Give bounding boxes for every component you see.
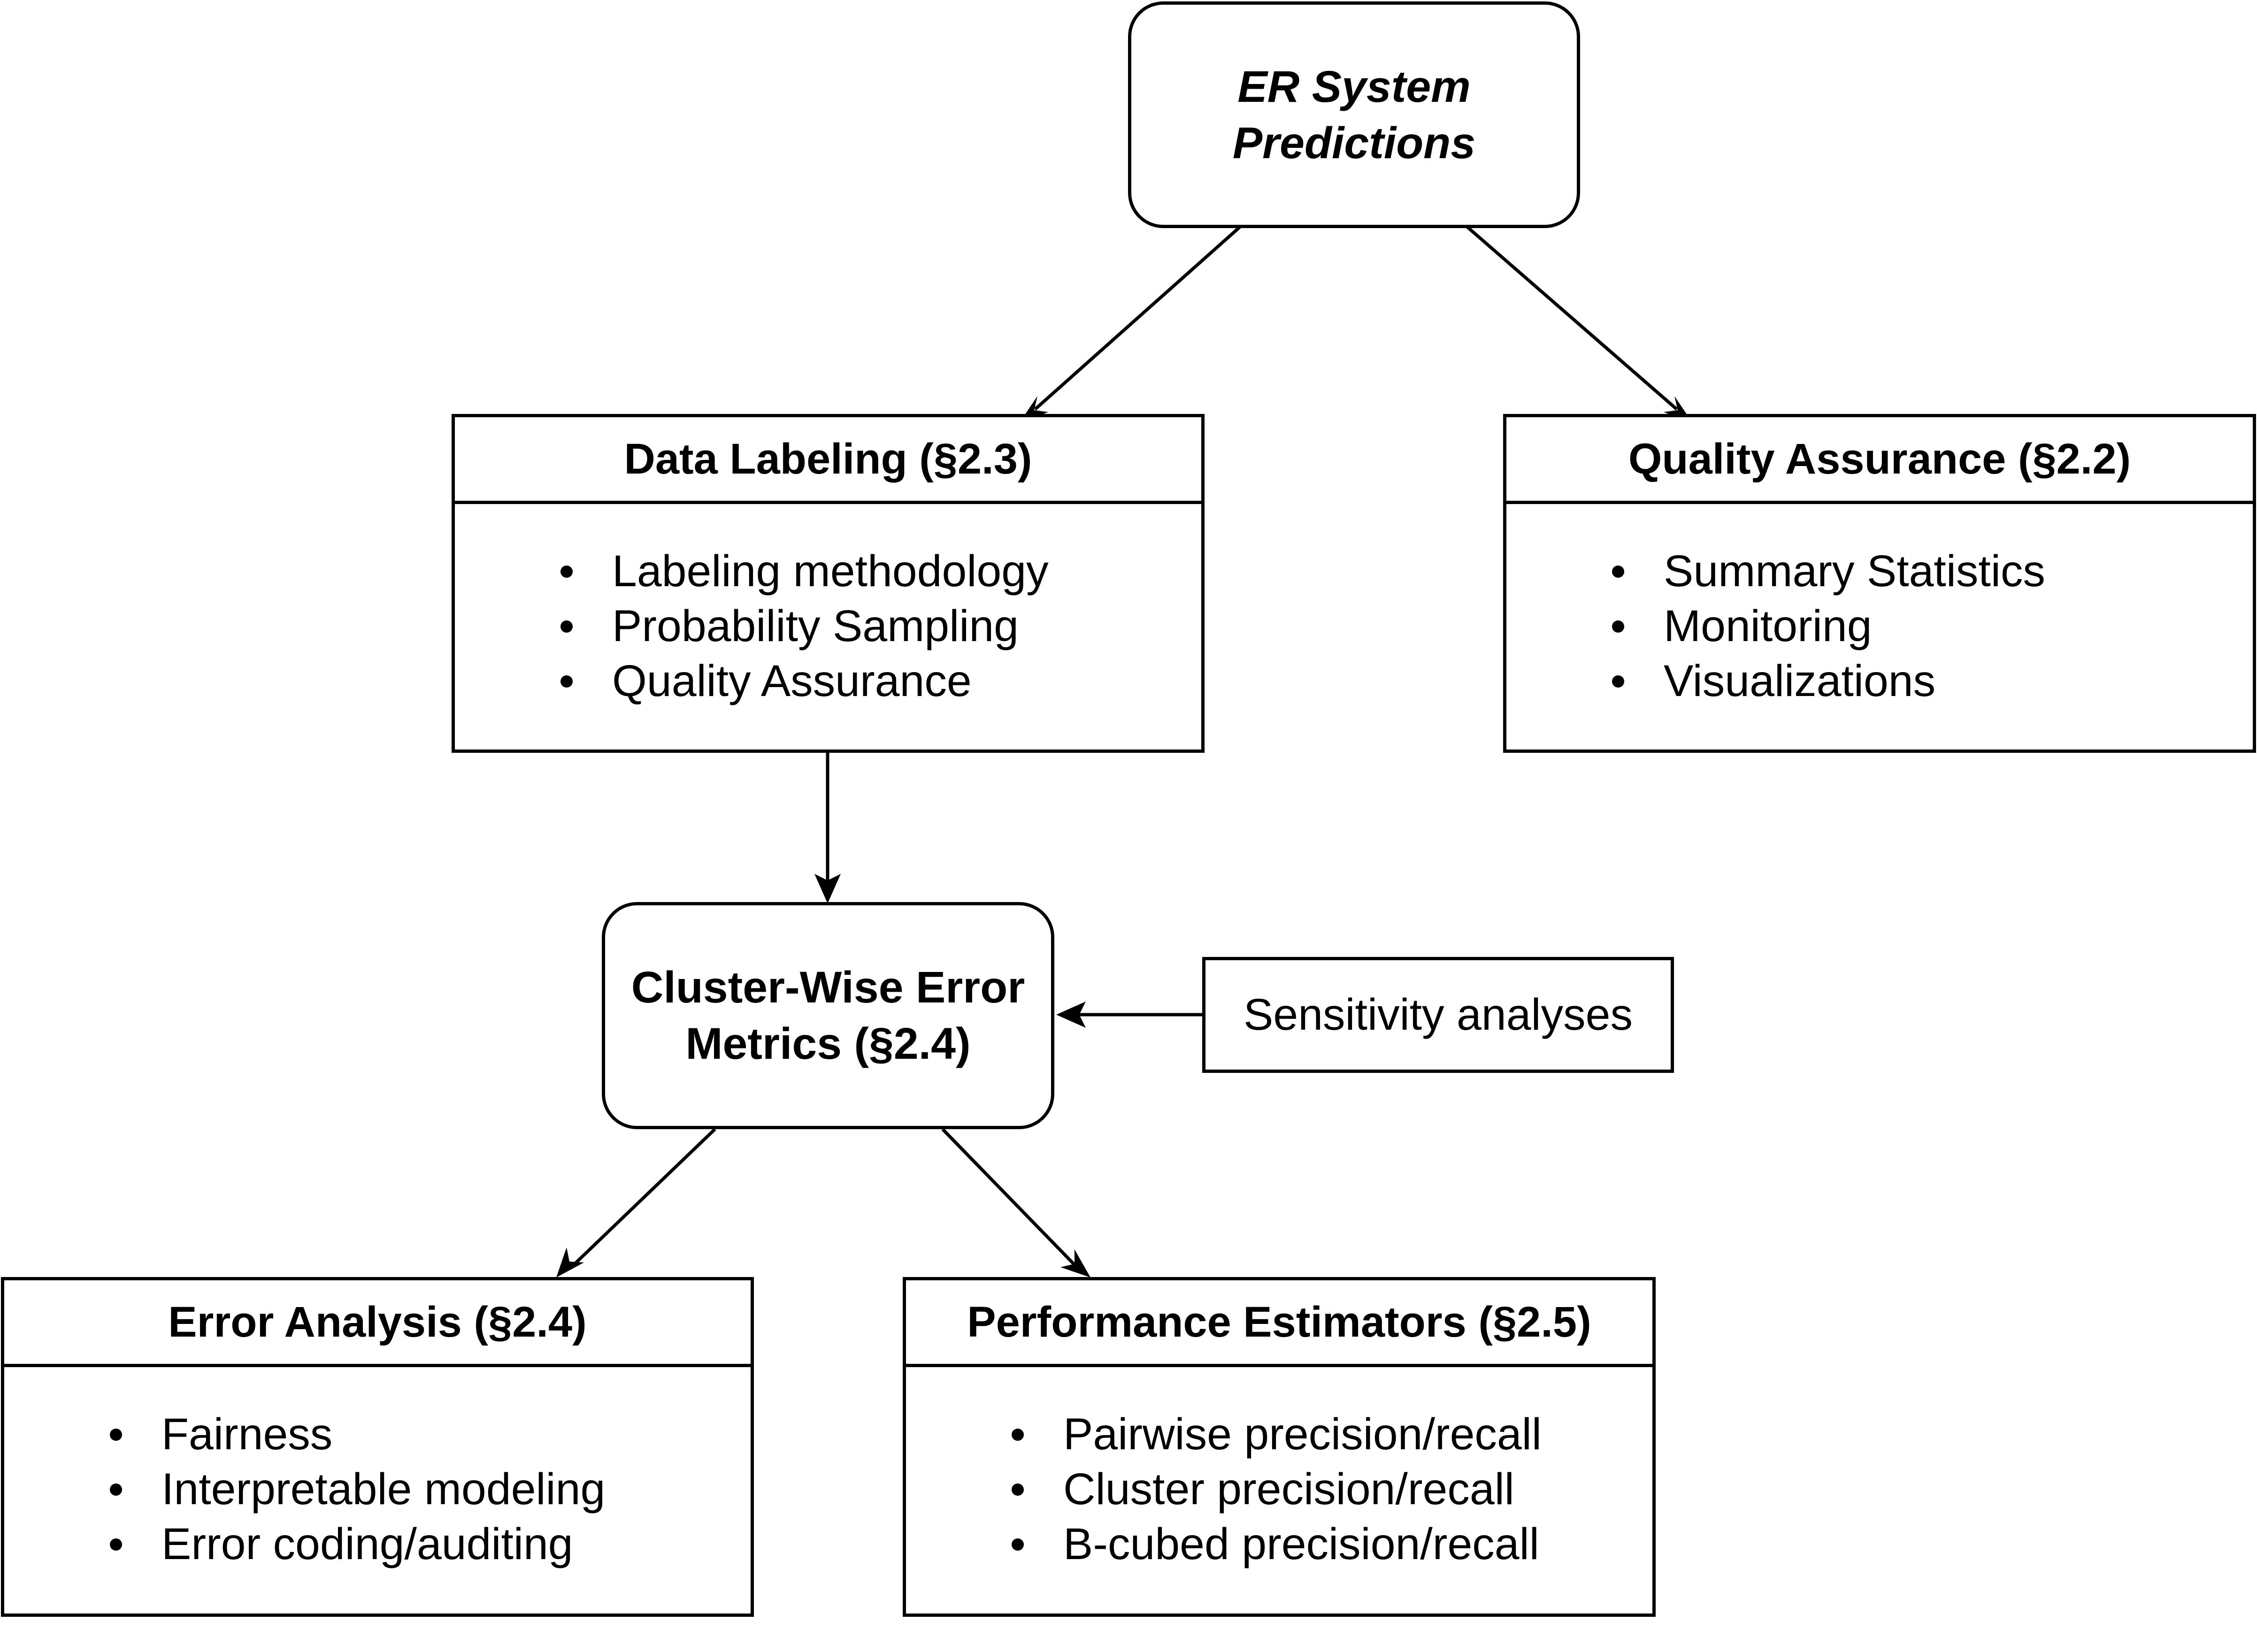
performance-estimators-list: Pairwise precision/recall Cluster precis… <box>1063 1407 1542 1572</box>
list-item-label: Labeling methodology <box>612 546 1049 596</box>
arrowhead-error-analysis <box>556 1247 584 1277</box>
list-item: Probability Sampling <box>612 599 1049 654</box>
list-item: Pairwise precision/recall <box>1063 1407 1542 1462</box>
bullet-icon <box>1012 1484 1024 1496</box>
bullet-icon <box>560 620 573 633</box>
list-item-label: Pairwise precision/recall <box>1063 1409 1542 1459</box>
quality-assurance-node: Quality Assurance (§2.2) Summary Statist… <box>1503 414 2256 753</box>
arrow-cluster-metrics-to-error-analysis <box>572 1129 715 1267</box>
data-labeling-list: Labeling methodology Probability Samplin… <box>612 544 1049 709</box>
list-item: Monitoring <box>1664 599 2045 654</box>
list-item-label: Fairness <box>161 1409 332 1459</box>
list-item-label: Quality Assurance <box>612 656 972 706</box>
er-system-predictions-line2: Predictions <box>1233 115 1475 171</box>
list-item-label: Visualizations <box>1664 656 1935 706</box>
list-item: Summary Statistics <box>1664 544 2045 599</box>
cluster-wise-error-metrics-node: Cluster-Wise Error Metrics (§2.4) <box>602 902 1054 1129</box>
list-item: B-cubed precision/recall <box>1063 1517 1542 1572</box>
list-item: Visualizations <box>1664 654 2045 709</box>
list-item: Interpretable modeling <box>161 1462 605 1517</box>
data-labeling-title: Data Labeling (§2.3) <box>455 417 1201 504</box>
arrow-predictions-to-data-labeling <box>1035 227 1240 409</box>
bullet-icon <box>110 1538 122 1551</box>
list-item-label: Cluster precision/recall <box>1063 1464 1514 1514</box>
list-item: Cluster precision/recall <box>1063 1462 1542 1517</box>
cluster-wise-error-metrics-line2: Metrics (§2.4) <box>685 1016 970 1072</box>
list-item: Labeling methodology <box>612 544 1049 599</box>
list-item-label: Error coding/auditing <box>161 1519 573 1569</box>
error-analysis-node: Error Analysis (§2.4) Fairness Interpret… <box>1 1277 754 1617</box>
list-item: Quality Assurance <box>612 654 1049 709</box>
list-item-label: Probability Sampling <box>612 601 1019 651</box>
bullet-icon <box>1612 620 1624 633</box>
error-analysis-list: Fairness Interpretable modeling Error co… <box>161 1407 605 1572</box>
bullet-icon <box>1612 566 1624 578</box>
list-item-label: B-cubed precision/recall <box>1063 1519 1539 1569</box>
bullet-icon <box>1612 675 1624 688</box>
er-system-predictions-node: ER System Predictions <box>1128 1 1580 228</box>
list-item-label: Summary Statistics <box>1664 546 2045 596</box>
quality-assurance-title: Quality Assurance (§2.2) <box>1506 417 2253 504</box>
bullet-icon <box>560 675 573 688</box>
arrow-predictions-to-quality-assurance <box>1467 227 1677 409</box>
list-item: Fairness <box>161 1407 605 1462</box>
error-analysis-title: Error Analysis (§2.4) <box>4 1280 751 1367</box>
bullet-icon <box>110 1484 122 1496</box>
list-item-label: Monitoring <box>1664 601 1872 651</box>
quality-assurance-list: Summary Statistics Monitoring Visualizat… <box>1664 544 2045 709</box>
cluster-wise-error-metrics-line1: Cluster-Wise Error <box>631 959 1025 1016</box>
bullet-icon <box>110 1429 122 1441</box>
bullet-icon <box>1012 1538 1024 1551</box>
sensitivity-analyses-label: Sensitivity analyses <box>1244 989 1633 1040</box>
er-system-predictions-line1: ER System <box>1237 59 1470 115</box>
data-labeling-node: Data Labeling (§2.3) Labeling methodolog… <box>452 414 1205 753</box>
sensitivity-analyses-node: Sensitivity analyses <box>1202 957 1674 1073</box>
list-item-label: Interpretable modeling <box>161 1464 605 1514</box>
bullet-icon <box>560 566 573 578</box>
performance-estimators-title: Performance Estimators (§2.5) <box>906 1280 1652 1367</box>
list-item: Error coding/auditing <box>161 1517 605 1572</box>
arrow-cluster-metrics-to-performance-estimators <box>943 1129 1076 1267</box>
bullet-icon <box>1012 1429 1024 1441</box>
performance-estimators-node: Performance Estimators (§2.5) Pairwise p… <box>903 1277 1656 1617</box>
